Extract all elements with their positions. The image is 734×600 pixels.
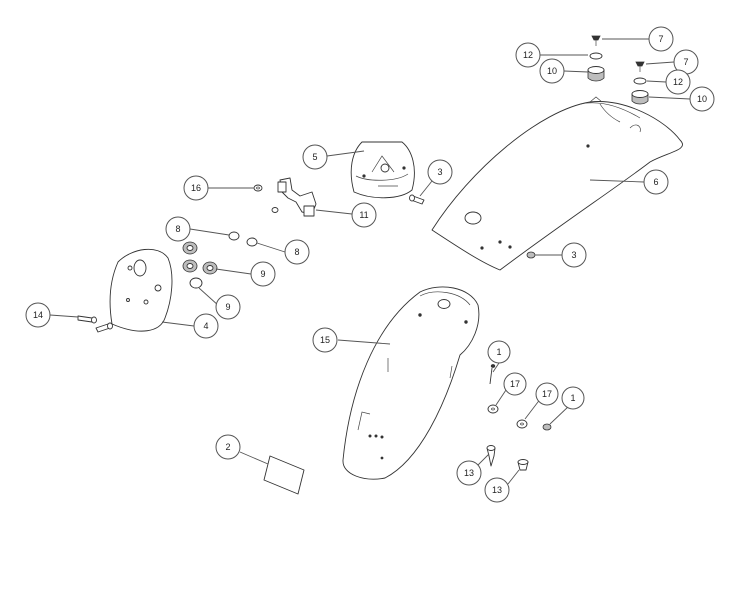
grommet-part: [228, 231, 258, 247]
callout-6: 6: [643, 169, 669, 195]
callout-label: 1: [570, 393, 575, 403]
callout-label: 6: [653, 177, 658, 187]
callout-8-right: 8: [284, 239, 310, 265]
callout-label: 3: [437, 167, 442, 177]
callout-13-upper: 13: [456, 460, 482, 486]
callout-8-left: 8: [165, 216, 191, 242]
callout-1-left: 1: [487, 340, 511, 364]
rubber-cup-part: [587, 66, 649, 105]
callout-label: 8: [175, 224, 180, 234]
screw-part: [77, 315, 113, 333]
callout-17-left: 17: [503, 372, 527, 396]
callout-11: 11: [351, 202, 377, 228]
nut-part: [526, 251, 536, 259]
callout-3-lower: 3: [561, 242, 587, 268]
callout-circle: [561, 386, 585, 410]
fender-screw-part: [489, 364, 552, 431]
callout-circle: [165, 216, 191, 242]
callout-label: 5: [312, 152, 317, 162]
bolt-part: [409, 194, 425, 205]
callout-7-top: 7: [648, 26, 674, 52]
callout-14: 14: [25, 302, 51, 328]
callout-9-lower: 9: [215, 294, 241, 320]
callout-label: 4: [203, 321, 208, 331]
top-washer-part: [589, 52, 647, 85]
callout-12-top: 12: [515, 42, 541, 68]
callout-label: 1: [496, 347, 501, 357]
washer-part: [253, 184, 263, 192]
callout-label: 16: [191, 183, 201, 193]
callout-circle: [456, 460, 482, 486]
callout-circle: [515, 42, 541, 68]
callout-circle: [302, 144, 328, 170]
callout-circle: [193, 313, 219, 339]
callout-17-right: 17: [535, 382, 559, 406]
callout-circle: [484, 477, 510, 503]
callout-circle: [539, 58, 565, 84]
callout-circle: [648, 26, 674, 52]
callout-12-right: 12: [665, 69, 691, 95]
leader-lines: [49, 38, 691, 485]
callout-circle: [250, 261, 276, 287]
callout-3-upper: 3: [427, 159, 453, 185]
callout-circle: [561, 242, 587, 268]
callout-label: 13: [464, 468, 474, 478]
callout-2: 2: [215, 434, 241, 460]
callout-circle: [427, 159, 453, 185]
callout-label: 2: [225, 442, 230, 452]
callout-circle: [535, 382, 559, 406]
plate-bracket-part: [109, 248, 173, 332]
callout-circle: [665, 69, 691, 95]
callout-4: 4: [193, 313, 219, 339]
bushing-part: [182, 241, 218, 289]
callout-circle: [643, 169, 669, 195]
callout-label: 15: [320, 335, 330, 345]
callout-9-upper: 9: [250, 261, 276, 287]
callout-13-lower: 13: [484, 477, 510, 503]
callout-circle: [487, 340, 511, 364]
callout-circle: [183, 175, 209, 201]
callout-circle: [351, 202, 377, 228]
fender-washer-part: [487, 404, 528, 429]
callout-label: 11: [359, 210, 368, 220]
mount-bolt-part: [486, 445, 529, 471]
callout-circle: [312, 327, 338, 353]
reflector-pad-part: [263, 455, 305, 495]
callout-circle: [503, 372, 527, 396]
callout-10-right: 10: [689, 86, 715, 112]
callout-label: 13: [492, 485, 502, 495]
callout-1-right: 1: [561, 386, 585, 410]
wiring-clip-part: [271, 177, 317, 217]
callout-label: 9: [260, 269, 265, 279]
callout-label: 14: [33, 310, 43, 320]
callout-label: 7: [683, 57, 688, 67]
callout-16: 16: [183, 175, 209, 201]
callout-circle: [215, 434, 241, 460]
callout-15: 15: [312, 327, 338, 353]
callout-label: 8: [294, 247, 299, 257]
callout-label: 9: [225, 302, 230, 312]
callout-5: 5: [302, 144, 328, 170]
callout-label: 10: [547, 66, 557, 76]
callout-label: 7: [658, 34, 663, 44]
front-fender-part: [342, 286, 480, 480]
rear-fender-part: [431, 96, 683, 271]
tail-light-housing-part: [350, 141, 415, 199]
callout-label: 17: [542, 389, 552, 399]
callout-label: 10: [697, 94, 707, 104]
callout-label: 17: [510, 379, 520, 389]
callout-label: 12: [523, 50, 533, 60]
top-screw-part: [591, 35, 645, 72]
callout-label: 12: [673, 77, 683, 87]
callout-circle: [689, 86, 715, 112]
callout-circle: [25, 302, 51, 328]
callout-label: 3: [571, 250, 576, 260]
callout-circle: [215, 294, 241, 320]
callout-10-top: 10: [539, 58, 565, 84]
callout-circle: [284, 239, 310, 265]
